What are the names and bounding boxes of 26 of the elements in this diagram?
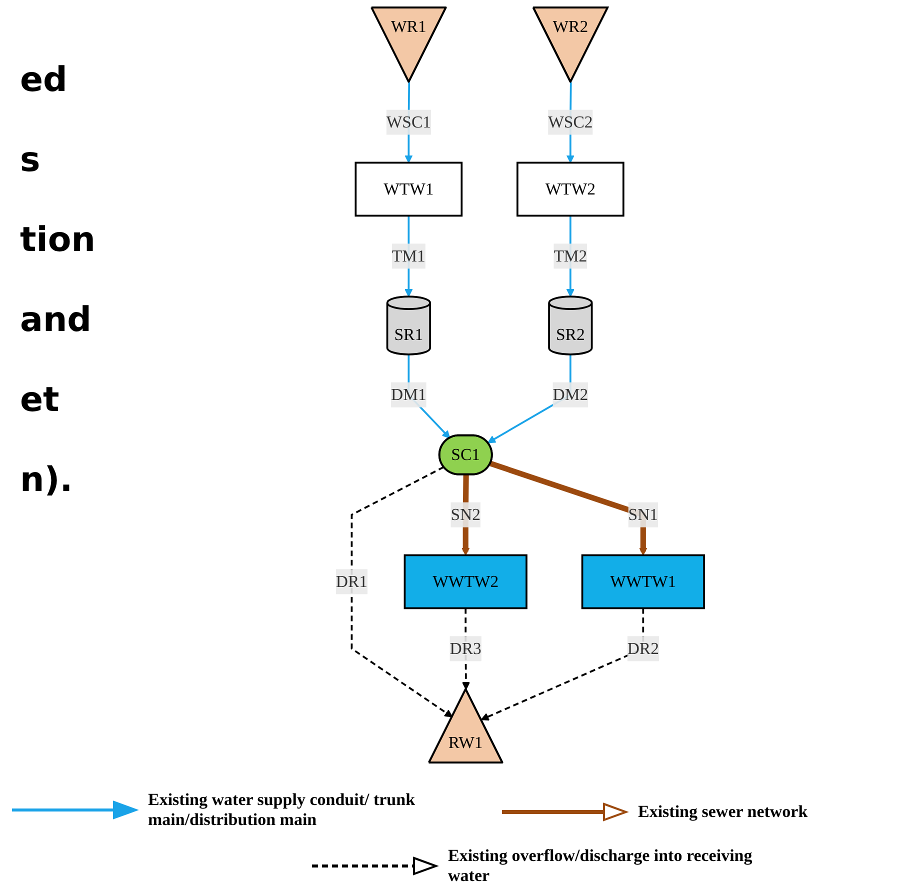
node-box: WTW1 [354,162,463,217]
node-box: WTW2 [516,162,624,217]
text-fragment: and [20,299,92,342]
legend-text: Existing water supply conduit/ trunk main/distribution main [148,790,416,830]
text-fragment: s [20,139,42,182]
edge-label: SN2 [450,505,481,524]
arrow [490,460,648,556]
edge-label: DR2 [627,638,659,658]
legend-text: Existing overflow/discharge into receiving water [448,846,754,886]
node-box: WWTW1 [581,554,705,610]
edge-label: DR1 [336,572,368,591]
edge-label: DM2 [552,385,588,404]
edge-label: DR3 [450,638,482,658]
edge-label: WSC2 [548,112,593,132]
edge-label: DM1 [391,385,426,404]
node-box: WWTW2 [404,554,528,610]
text-fragment: ed [20,59,68,102]
arrow [350,466,453,718]
edge-label: SN1 [628,505,658,524]
text-fragment: n). [20,459,74,502]
edge-label: TM1 [392,246,426,265]
text-fragment: et [20,379,60,422]
edge-label: WSC1 [386,112,432,132]
edge-label: TM2 [554,246,588,265]
text-fragment: tion [20,219,96,262]
legend-text: Existing sewer network [638,802,808,822]
